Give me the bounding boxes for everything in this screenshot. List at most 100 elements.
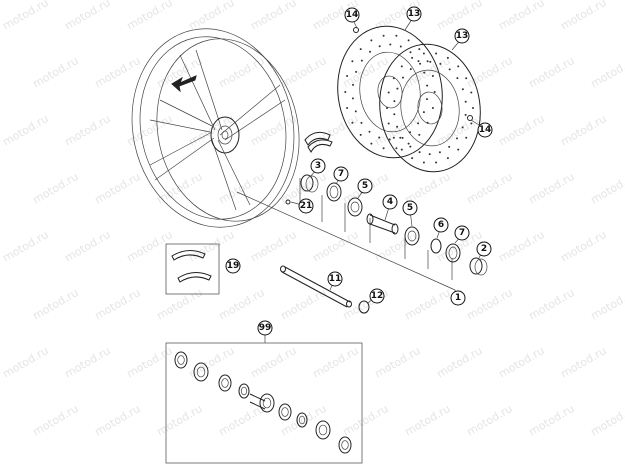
watermark-text: motod.ru (217, 286, 267, 322)
watermark-text: motod.ru (217, 54, 267, 90)
svg-text:14: 14 (479, 125, 492, 135)
disc-holes-right (386, 52, 474, 164)
distance-sleeve-4 (366, 213, 399, 235)
kit-part (174, 351, 188, 369)
disc-hole (472, 107, 474, 109)
callout-5-right: 5 (402, 200, 418, 216)
watermark-text: motod.ru (63, 228, 113, 264)
disc-hole (426, 84, 429, 87)
watermark-text: motod.ru (93, 402, 143, 438)
watermark-text: motod.ru (589, 170, 625, 206)
disc-hole (419, 62, 422, 65)
disc-hole (428, 153, 431, 156)
disc-hole (422, 52, 425, 55)
svg-text:13: 13 (456, 31, 469, 41)
svg-text:3: 3 (315, 161, 321, 171)
disc-hole (369, 50, 371, 53)
watermark-text: motod.ru (249, 0, 299, 33)
callout-5-left: 5 (357, 178, 373, 194)
watermark-text: motod.ru (125, 0, 175, 33)
svg-text:14: 14 (346, 10, 359, 20)
watermark-text: motod.ru (1, 228, 51, 264)
watermark-text: motod.ru (589, 402, 625, 438)
svg-text:6: 6 (438, 220, 444, 230)
disc-hole (431, 107, 434, 109)
disc-hole (457, 148, 460, 151)
disc-hole (465, 77, 468, 80)
kit-part (278, 403, 292, 421)
watermark-text: motod.ru (559, 112, 609, 148)
watermark-text: motod.ru (155, 402, 205, 438)
watermark-text: motod.ru (311, 344, 361, 380)
disc-hole (386, 107, 388, 109)
disc-hole (359, 48, 362, 51)
brake-pad-pair-top (304, 131, 333, 154)
disc-hole (368, 130, 371, 133)
disc-hole (407, 39, 410, 42)
kit-part-inner (196, 366, 206, 378)
watermark-text: motod.ru (527, 170, 577, 206)
callout-14-right: 14 (477, 122, 493, 138)
callout-7-right: 7 (454, 225, 470, 241)
watermark-text: motod.ru (279, 286, 329, 322)
seal-7-left (326, 182, 342, 202)
brake-disc-left (337, 25, 443, 159)
watermark-text: motod.ru (465, 54, 515, 90)
svg-text:5: 5 (407, 203, 413, 213)
kit-part (296, 412, 308, 428)
watermark-text: motod.ru (559, 344, 609, 380)
svg-text:2: 2 (481, 244, 487, 254)
disc-hole (456, 77, 459, 80)
disc-hole (435, 52, 438, 55)
watermark-layer: motod.ru motod.ru motod.ru motod.ru motod.ru… (1, 0, 625, 439)
svg-text:5: 5 (362, 181, 368, 191)
watermark-text: motod.ru (125, 344, 175, 380)
rotation-arrow-icon (171, 75, 197, 93)
watermark-text: motod.ru (93, 54, 143, 90)
svg-text:21: 21 (300, 201, 313, 211)
kit-part (193, 362, 209, 382)
svg-text:19: 19 (227, 261, 240, 271)
spacer-21 (285, 199, 291, 205)
watermark-text: motod.ru (497, 344, 547, 380)
watermark-text: motod.ru (63, 112, 113, 148)
watermark-text: motod.ru (527, 54, 577, 90)
callout-13-right: 13 (454, 28, 470, 44)
kit-part-inner (262, 397, 272, 409)
disc-hole (411, 56, 414, 59)
disc-hole (392, 136, 395, 139)
disc-hole (417, 122, 420, 125)
callout-4: 4 (382, 194, 398, 210)
disc-hole (399, 45, 402, 48)
kit-parts (174, 351, 352, 454)
disc-hole (399, 136, 402, 139)
callout-21: 21 (298, 198, 314, 214)
disc-hole (446, 56, 449, 59)
disc-hole (351, 60, 354, 63)
watermark-text: motod.ru (63, 344, 113, 380)
disc-hole (351, 97, 354, 100)
disc-hole (409, 145, 412, 148)
disc-hole (461, 88, 464, 91)
callout-99: 99 (257, 320, 273, 336)
disc-hole (426, 60, 429, 63)
disc-hole (382, 147, 385, 150)
disc-hole (378, 45, 381, 48)
disc-hole (370, 39, 373, 42)
disc-hole (409, 68, 412, 71)
disc-hole (395, 34, 398, 37)
disc-bolt-top (353, 27, 359, 33)
kit-part (338, 436, 352, 454)
disc-hole (382, 34, 385, 37)
svg-text:7: 7 (338, 169, 344, 179)
brake-disc-right (379, 43, 481, 173)
kit-sleeve (249, 393, 266, 410)
disc-hole (433, 91, 436, 93)
disc-hole (457, 65, 460, 68)
disc-hole (393, 113, 396, 116)
disc-bolt-right (467, 115, 473, 121)
callout-12: 12 (369, 288, 385, 304)
disc-hole (470, 91, 473, 94)
disc-hole (423, 71, 426, 74)
watermark-text: motod.ru (435, 344, 485, 380)
